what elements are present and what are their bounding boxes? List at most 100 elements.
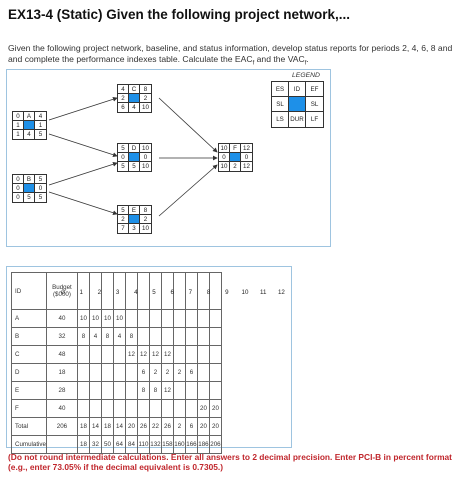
period-value: 14 [88,417,102,436]
period-value [76,381,90,400]
period-value [136,399,150,418]
node-cell: 5 [118,206,129,215]
node-center [129,215,140,224]
node-cell: 0 [13,193,24,202]
period-value [112,345,126,364]
node-cell: 7 [118,224,129,233]
period-value [148,327,162,346]
node-cell: 4 [129,103,140,112]
period-tick: 9 [225,289,229,296]
period-tick: 2 [97,289,102,296]
node-cell: A [24,112,35,121]
period-tick: 12 [277,289,285,296]
period-value [172,309,186,328]
node-cell: 5 [118,144,129,153]
period-value [196,363,210,382]
period-value: 64 [112,435,126,454]
period-tick: 4 [134,289,138,296]
row-id: A [11,309,47,328]
page-title: EX13-4 (Static) Given the following proj… [8,7,351,22]
node-center [129,94,140,103]
node-cell: 8 [140,206,151,215]
node-cell: 8 [140,85,151,94]
row-budget: 28 [45,381,78,400]
period-value [88,381,102,400]
legend-cell: LS [272,112,289,127]
node-cell: 5 [35,175,46,184]
node-a: 0 A 4 1 1 1 4 5 [12,111,47,140]
period-value: 12 [148,345,162,364]
period-value: 18 [76,435,90,454]
period-tick: 11 [259,289,267,296]
period-tick: 3 [115,289,120,296]
period-value: 26 [136,417,150,436]
node-cell: C [129,85,140,94]
node-cell: 1 [13,121,24,130]
row-id: D [11,363,47,382]
node-cell: 3 [129,224,140,233]
node-cell: 0 [13,184,24,193]
period-value: 10 [100,309,114,328]
period-value [184,345,198,364]
node-cell: 0 [13,175,24,184]
node-cell: E [129,206,140,215]
row-budget: 40 [45,399,78,418]
period-value [184,309,198,328]
period-value: 32 [88,435,102,454]
period-value: 20 [196,399,210,418]
period-value [100,345,114,364]
period-value [124,399,138,418]
row-id: E [11,381,47,400]
period-value: 8 [148,381,162,400]
node-center [129,153,140,162]
node-cell: 10 [142,225,149,232]
period-value: 10 [88,309,102,328]
node-cell: 1 [13,130,24,139]
row-id: B [11,327,47,346]
period-tick: 7 [188,289,193,296]
period-value: 6 [136,363,150,382]
period-value: 20 [196,417,210,436]
row-id: Total [11,417,47,436]
period-value: 14 [112,417,126,436]
node-cell: 5 [24,193,35,202]
period-value: 12 [160,345,174,364]
node-cell: 5 [129,162,140,171]
period-value [196,327,210,346]
period-value: 84 [124,435,138,454]
node-d: 5 D 10 0 0 5 5 10 [117,143,152,172]
node-cell: 2 [118,94,129,103]
period-value: 8 [100,327,114,346]
node-cell: 5 [38,194,43,201]
period-value: 2 [172,363,186,382]
period-value: 4 [112,327,126,346]
period-value [172,399,186,418]
period-tick: 6 [170,289,174,296]
node-center [230,153,241,162]
node-cell: 2 [230,162,241,171]
period-value [88,363,102,382]
budget-header-line1: Budget [52,284,72,291]
legend-cell: SL [272,97,289,112]
period-value [148,309,162,328]
period-value [100,399,114,418]
period-value: 2 [160,363,174,382]
period-value [184,327,198,346]
period-value [112,363,126,382]
period-value: 8 [124,327,138,346]
period-value [160,327,174,346]
period-value: 6 [184,417,198,436]
period-value [208,309,222,328]
period-value: 50 [100,435,114,454]
period-value: 158 [160,435,174,454]
period-value: 8 [136,381,150,400]
period-value [184,381,198,400]
period-value [184,399,198,418]
node-cell: 1 [35,121,46,130]
period-value [172,345,186,364]
period-value: 12 [124,345,138,364]
